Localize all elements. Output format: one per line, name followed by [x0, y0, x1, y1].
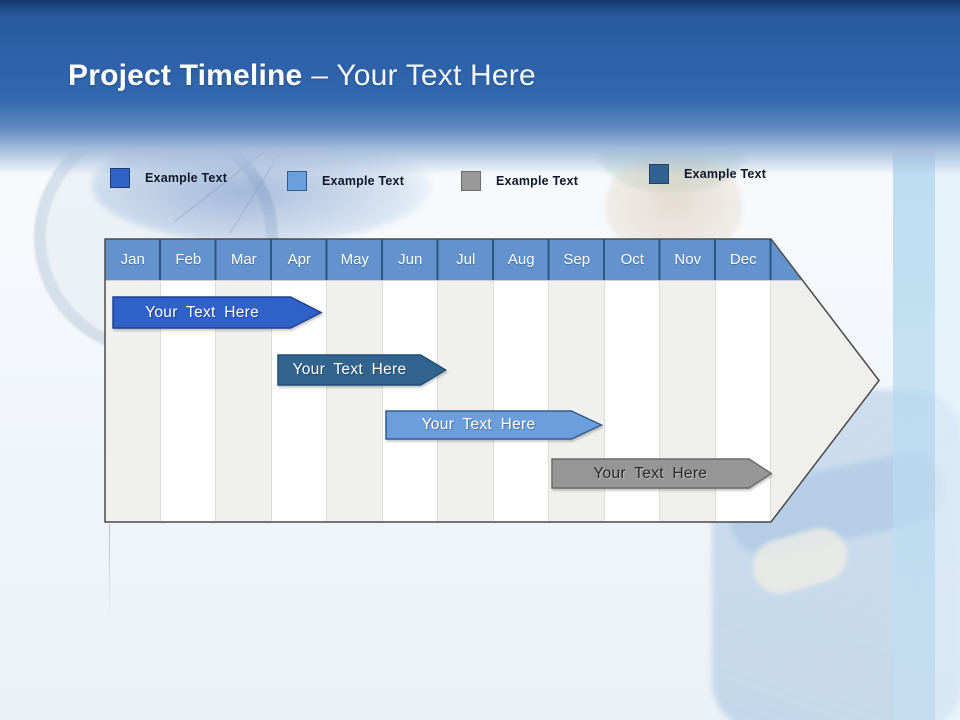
timeline-bar-label-3: Your Text Here: [421, 416, 536, 433]
legend-label: Example Text: [496, 174, 579, 188]
month-header-aug: Aug: [507, 251, 535, 268]
month-header-jun: Jun: [398, 251, 423, 268]
month-header-feb: Feb: [175, 251, 202, 268]
legend-swatch-light-blue: [287, 171, 307, 191]
legend-item-2: Example Text: [287, 171, 404, 191]
background-blue-band: [893, 118, 935, 720]
month-header-jan: Jan: [120, 251, 145, 268]
timeline-bar-3: [385, 410, 603, 440]
table-edge-reflection: [109, 524, 110, 624]
legend-item-1: Example Text: [110, 168, 227, 188]
background-blue-band-light: [935, 118, 960, 720]
legend-swatch-blue: [110, 168, 130, 188]
month-header-may: May: [340, 251, 369, 268]
month-header-mar: Mar: [230, 251, 257, 268]
month-header-jul: Jul: [456, 251, 476, 268]
column-stripe-aug: [493, 280, 549, 521]
page-title-bold: Project Timeline: [68, 59, 303, 92]
month-header-apr: Apr: [287, 251, 311, 268]
column-stripe-may: [327, 280, 383, 521]
page-title: Project Timeline– Your Text Here: [68, 57, 536, 95]
legend-swatch-gray: [461, 171, 481, 191]
timeline-bar-label-2: Your Text Here: [292, 361, 407, 378]
title-band: Project Timeline– Your Text Here: [0, 0, 960, 175]
timeline-bar-2: [277, 354, 448, 386]
legend-label: Example Text: [145, 171, 228, 185]
legend-label: Example Text: [684, 167, 767, 181]
big-arrow-outline: [104, 238, 880, 523]
column-stripe-jul: [438, 280, 494, 521]
legend-item-3: Example Text: [461, 171, 578, 191]
timeline-bar-label-1: Your Text Here: [145, 303, 260, 321]
page-title-rest: – Your Text Here: [311, 59, 536, 92]
legend-swatch-steel-blue: [649, 164, 669, 184]
timeline-bar-label-4: Your Text Here: [593, 464, 708, 482]
timeline-bar-1: [112, 296, 324, 329]
legend-label: Example Text: [322, 174, 405, 188]
column-stripe-jun: [382, 280, 438, 521]
surgeon-glove-image: [746, 521, 854, 601]
legend-item-4: Example Text: [649, 164, 766, 184]
month-header-sep: Sep: [563, 251, 591, 268]
